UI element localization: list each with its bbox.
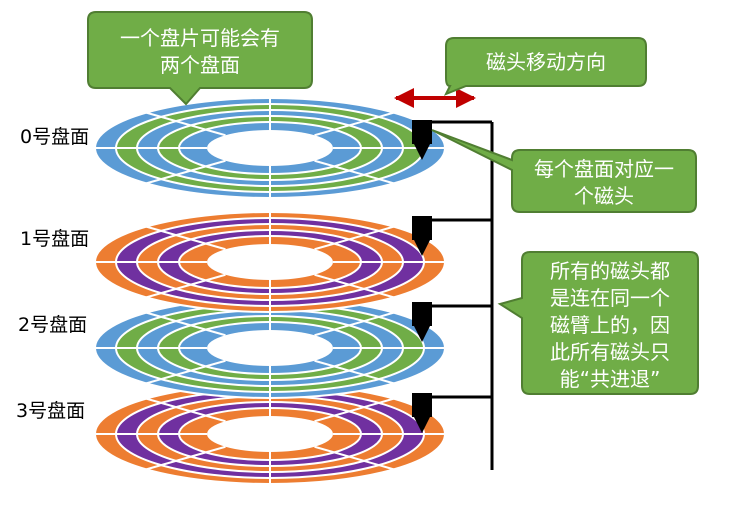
callout-shared-arm-line-4: 此所有磁头只 bbox=[550, 340, 670, 364]
platter-1-spindle-hole bbox=[207, 244, 333, 280]
platter-2-sector-line-5 bbox=[145, 311, 226, 337]
callout-shared-arm-line-2: 是连在同一个 bbox=[550, 286, 670, 310]
platter-1-sector-line-5 bbox=[145, 225, 226, 251]
platter-label-1: 1号盘面 bbox=[20, 228, 89, 250]
platter-2-sector-line-1 bbox=[314, 359, 395, 385]
platter-3-sector-line-3 bbox=[145, 445, 226, 471]
platter-label-3: 3号盘面 bbox=[16, 400, 85, 422]
platter-stack bbox=[94, 97, 446, 485]
head-2 bbox=[412, 302, 432, 342]
platter-0-spindle-hole bbox=[207, 130, 333, 166]
callout-shared-arm-line-1: 所有的磁头都 bbox=[550, 259, 670, 283]
platter-0-sector-line-7 bbox=[314, 111, 395, 137]
platter-label-0: 0号盘面 bbox=[20, 126, 89, 148]
platter-3-sector-line-5 bbox=[145, 397, 226, 423]
disk-arm bbox=[422, 120, 494, 470]
callout-two-sides: 一个盘片可能会有 两个盘面 bbox=[87, 11, 313, 106]
callout-two-sides-line-2: 两个盘面 bbox=[160, 53, 240, 77]
callout-two-sides-line-1: 一个盘片可能会有 bbox=[120, 26, 280, 50]
platter-2 bbox=[94, 297, 446, 399]
callout-head-direction: 磁头移动方向 bbox=[443, 37, 647, 96]
platter-2-sector-line-3 bbox=[145, 359, 226, 385]
head-0 bbox=[412, 120, 432, 160]
platter-0-sector-line-1 bbox=[314, 159, 395, 185]
platter-0-sector-line-5 bbox=[145, 111, 226, 137]
platter-3 bbox=[94, 383, 446, 485]
platter-3-sector-line-1 bbox=[314, 445, 395, 471]
callout-one-head-line-1: 每个盘面对应一 bbox=[534, 157, 674, 181]
platter-1-sector-line-3 bbox=[145, 273, 226, 299]
platter-3-spindle-hole bbox=[207, 416, 333, 452]
platter-1 bbox=[94, 211, 446, 313]
head-3 bbox=[412, 393, 432, 433]
platter-1-sector-line-1 bbox=[314, 273, 395, 299]
platter-1-sector-line-7 bbox=[314, 225, 395, 251]
platter-0-sector-line-3 bbox=[145, 159, 226, 185]
callout-shared-arm: 所有的磁头都 是连在同一个 磁臂上的，因 此所有磁头只 能“共进退” bbox=[497, 251, 699, 395]
callout-one-head-line-2: 个磁头 bbox=[574, 184, 634, 208]
callout-one-head-per-side: 每个盘面对应一 个磁头 bbox=[431, 129, 697, 213]
platter-label-2: 2号盘面 bbox=[18, 314, 87, 336]
callout-shared-arm-line-5: 能“共进退” bbox=[560, 367, 661, 391]
platter-3-sector-line-7 bbox=[314, 397, 395, 423]
head-1 bbox=[412, 216, 432, 256]
callout-head-direction-text: 磁头移动方向 bbox=[486, 50, 606, 74]
read-write-heads bbox=[412, 120, 432, 433]
platter-0 bbox=[94, 97, 446, 199]
platter-2-spindle-hole bbox=[207, 330, 333, 366]
callout-shared-arm-line-3: 磁臂上的，因 bbox=[550, 313, 670, 337]
platter-2-sector-line-7 bbox=[314, 311, 395, 337]
